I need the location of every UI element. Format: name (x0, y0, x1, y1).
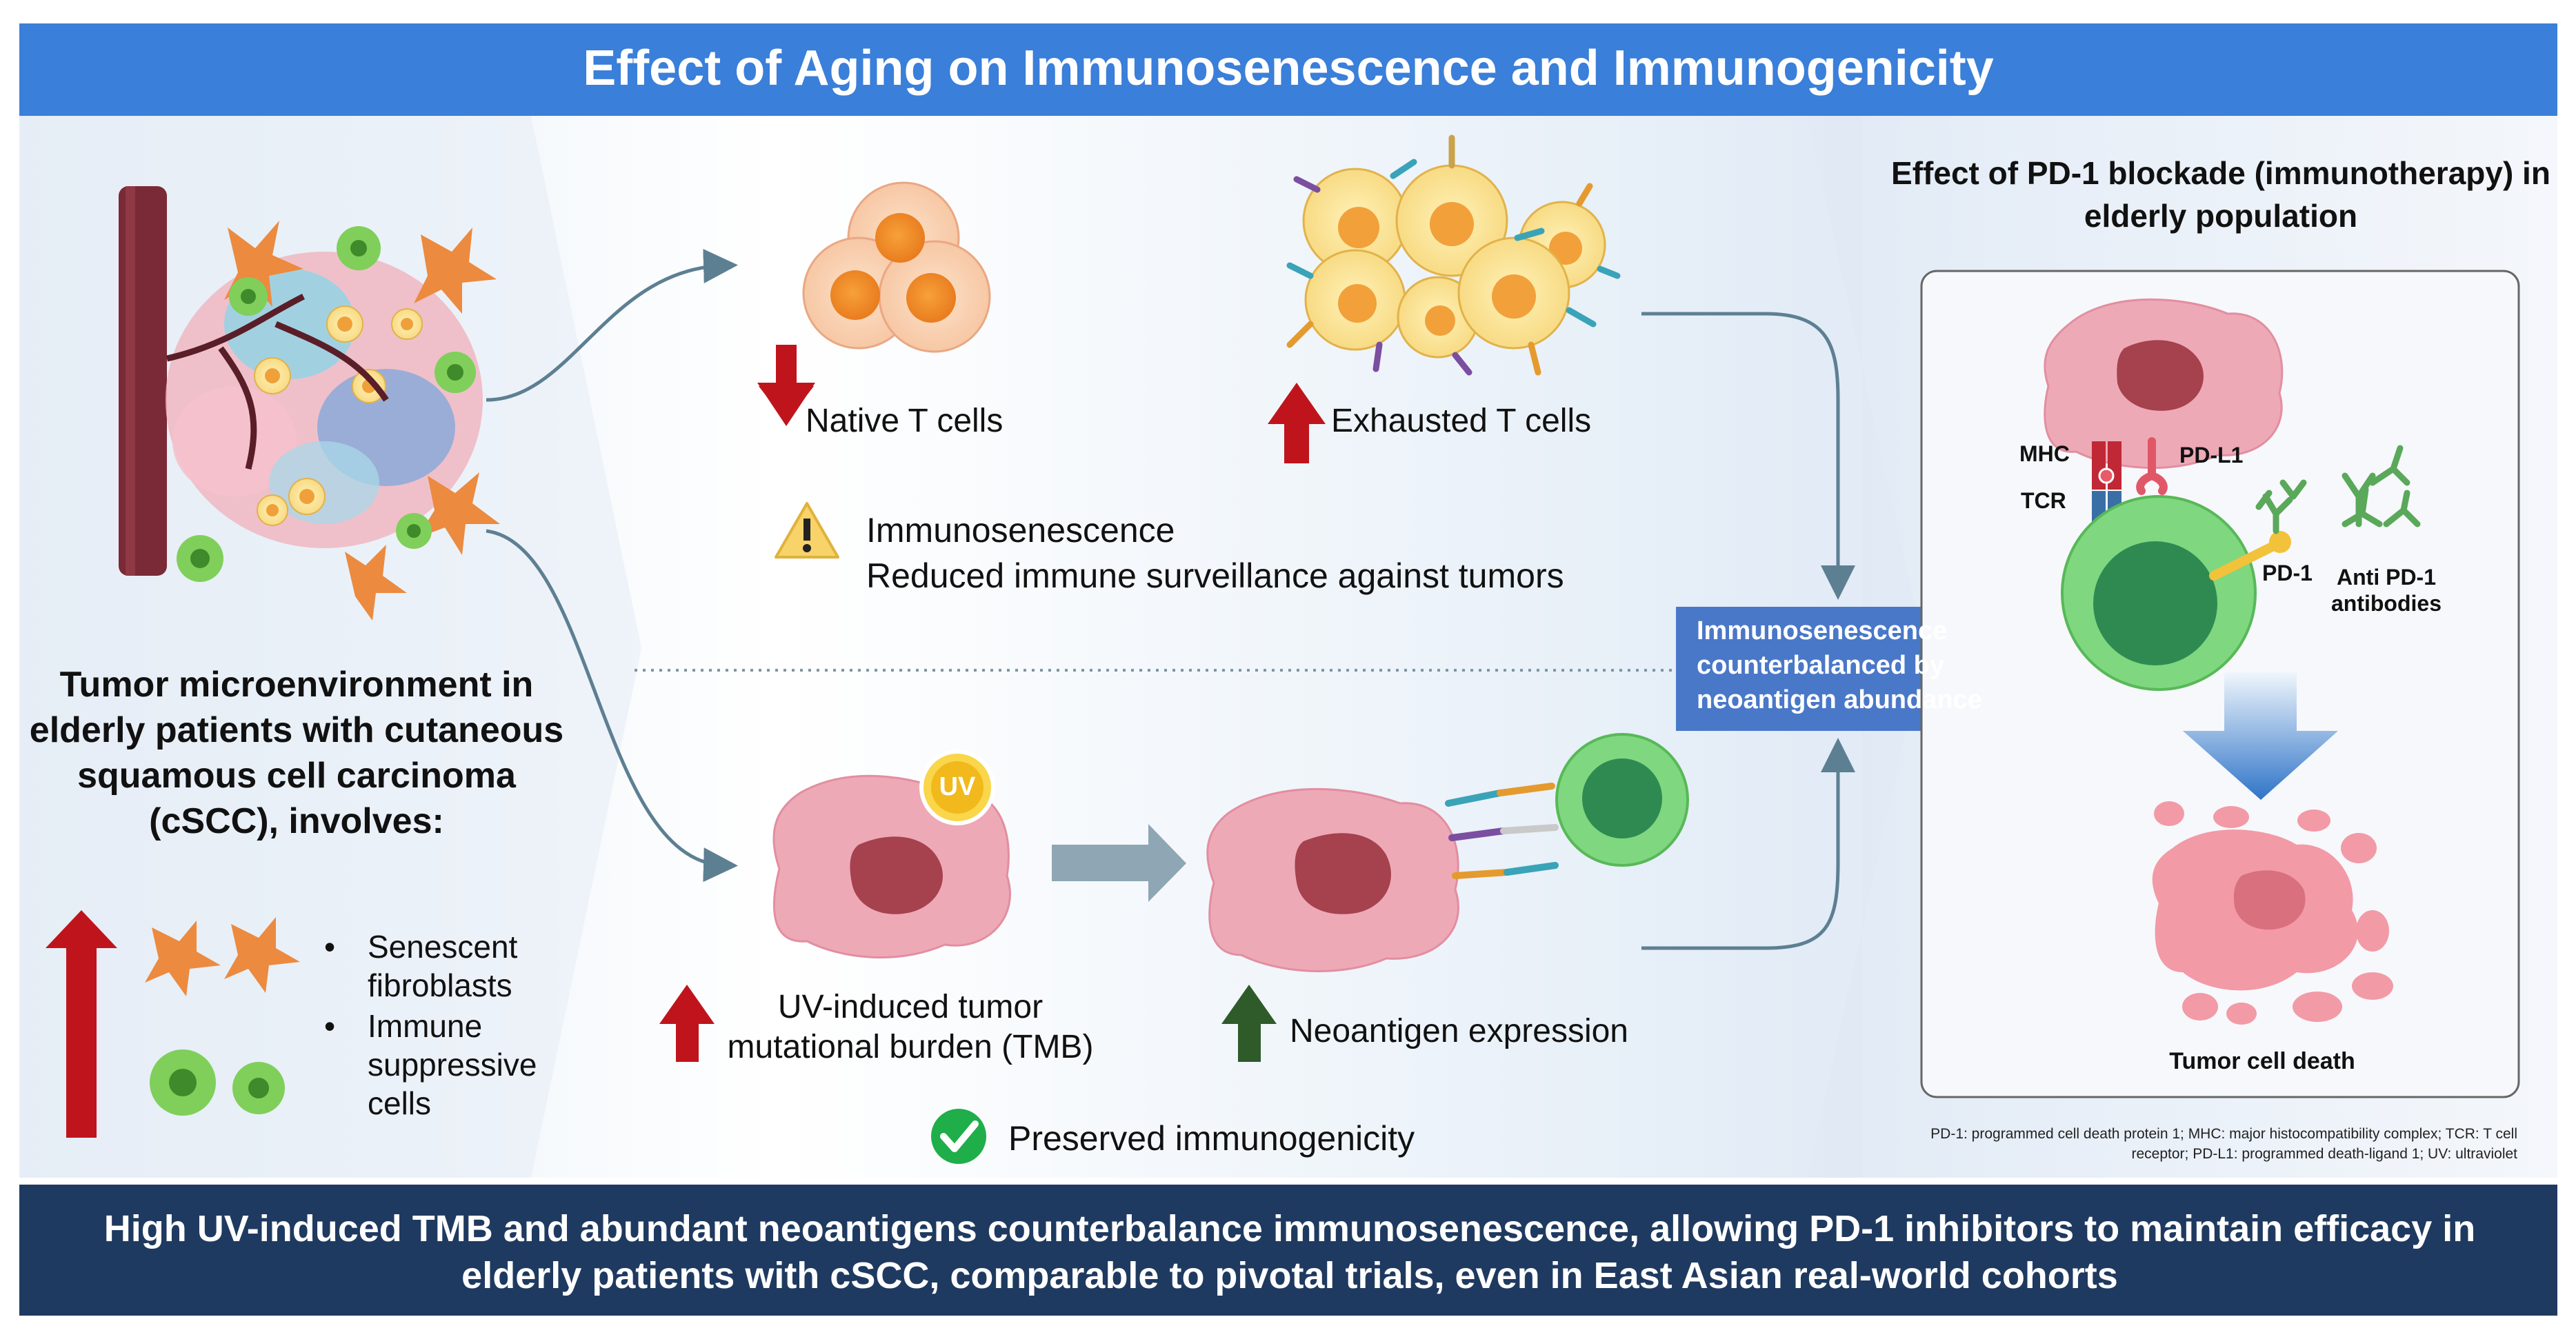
bullet-label: Senescent fibroblasts (368, 929, 518, 1003)
tme-increase-arrow (46, 910, 117, 1138)
transition-arrow (1052, 824, 1186, 902)
pd1-panel-title: Effect of PD-1 blockade (immunotherapy) … (1891, 155, 2550, 234)
neoantigen-increase-arrow (1221, 985, 1277, 1062)
pdl1-label: PD-L1 (2179, 443, 2244, 468)
immunosenescence-label: Immunosenescence (866, 511, 1175, 550)
footer-bar (19, 1185, 2557, 1316)
uv-sun-icon (919, 750, 995, 825)
header-bar (19, 23, 2557, 116)
tumor-cell-death-label: Tumor cell death (2169, 1048, 2355, 1074)
tme-description: Tumor microenvironment in elderly patien… (29, 665, 564, 841)
tumor-t-cell-interaction-illustration (1206, 733, 1689, 972)
mhc-label: MHC (2019, 441, 2070, 466)
exhausted-increase-arrow (1268, 383, 1326, 463)
connector-to-tmb (486, 529, 738, 883)
exhausted-t-cells-illustration (1286, 134, 1621, 376)
neoantigen-expression-label: Neoantigen expression (1290, 1013, 1628, 1049)
warning-icon (775, 502, 839, 559)
exhausted-t-cells-label: Exhausted T cells (1331, 403, 1592, 439)
native-t-cells-illustration (802, 181, 991, 353)
connector-neoantigen-to-callout (1641, 738, 1855, 950)
bullet-dot: • (324, 1008, 336, 1044)
anti-pd1-antibodies-label: Anti PD-1 antibodies (2330, 565, 2442, 616)
connector-to-native (486, 248, 738, 402)
antibody-icons (2255, 445, 2421, 534)
reduced-surveillance-label: Reduced immune surveillance against tumo… (866, 556, 1564, 595)
callout-text: Immunosenescence counterbalanced by neoa… (1697, 616, 1982, 714)
tcr-label: TCR (2021, 488, 2066, 513)
footer-summary: High UV-induced TMB and abundant neoanti… (103, 1208, 2476, 1296)
tumor-microenvironment-illustration (119, 186, 500, 621)
blockade-down-arrow (2183, 672, 2338, 800)
connector-exhausted-to-callout (1641, 312, 1855, 600)
preserved-immunogenicity-label: Preserved immunogenicity (1008, 1119, 1415, 1158)
tumor-cell-death-illustration (2152, 801, 2393, 1025)
native-t-cells-label: Native T cells (806, 403, 1004, 439)
header-title: Effect of Aging on Immunosenescence and … (583, 41, 1994, 96)
uv-badge-label: UV (939, 772, 976, 801)
bullet-dot: • (324, 929, 336, 965)
tmb-label: UV-induced tumor mutational burden (TMB) (727, 989, 1094, 1065)
check-icon (931, 1109, 986, 1164)
tmb-increase-arrow (659, 985, 715, 1062)
abbreviation-footnote: PD-1: programmed cell death protein 1; M… (1930, 1126, 2517, 1162)
tumor-cell-top (2044, 298, 2284, 469)
bullet-label: Immune suppressive cells (368, 1008, 537, 1121)
pd1-label: PD-1 (2262, 561, 2313, 585)
